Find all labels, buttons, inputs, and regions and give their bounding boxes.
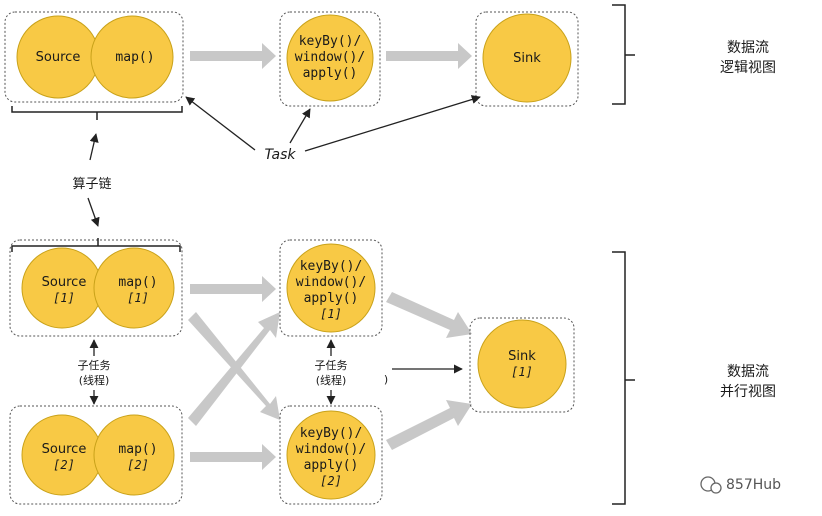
parallel-view: Source [1] map() [1] Source [2] map() [2… [9,238,776,505]
map1-label: map() [118,275,157,290]
source1-label: Source [42,275,87,290]
subtask-mid-line1: 子任务 [315,359,348,372]
logical-view-label-line2: 逻辑视图 [720,60,776,76]
logical-sink-box [475,11,579,107]
logical-keyby-box [279,11,381,107]
keyby1-box [279,239,383,337]
logical-chain-brace [11,106,183,120]
logical-keyby-line2: window()/ [295,50,365,65]
logical-sink-label: Sink [513,51,541,66]
logical-keyby-line1: keyBy()/ [299,34,362,49]
keyby2-box [279,405,383,505]
logical-map-label: map() [115,50,154,65]
subtask-mid-line2: (线程) [316,373,347,387]
chain-arrow-up [89,133,99,161]
logical-arrow-1 [190,43,276,69]
sink1-label: Sink [508,349,536,364]
keyby2-line1: keyBy()/ [300,426,363,441]
keyby2-line3: apply() [304,458,359,473]
keyby1-line2: window()/ [296,275,366,290]
keyby1-node [286,243,376,333]
parallel-chain1-box [9,239,183,337]
parallel-arrow-k1-sink [386,292,472,338]
parallel-chain2-box [9,405,183,505]
logical-sink-node [482,13,572,103]
keyby2-line2: window()/ [296,442,366,457]
parallel-arrow-s2-k2 [190,444,276,470]
watermark-text: 857Hub [726,477,781,493]
map1-node [93,247,175,329]
keyby2-node [286,410,376,500]
keyby2-index: [2] [320,474,342,488]
keyby1-line1: keyBy()/ [300,259,363,274]
map1-index: [1] [127,291,149,305]
logical-chain-box [4,11,184,103]
paren-mark: ) [384,373,388,386]
logical-arrow-2 [386,43,472,69]
source2-index: [2] [53,458,75,472]
subtask-left-line2: (线程) [79,373,110,387]
logical-view: Source map() keyBy()/ window()/ apply() … [4,4,776,163]
sink1-node [477,319,567,409]
sink1-box [469,317,575,413]
logical-keyby-line3: apply() [303,66,358,81]
task-arrow-sink [304,95,481,152]
keyby1-line3: apply() [304,291,359,306]
source2-label: Source [42,442,87,457]
map2-label: map() [118,442,157,457]
watermark: 857Hub [700,476,781,494]
parallel-view-label-line2: 并行视图 [720,384,776,400]
map2-index: [2] [127,458,149,472]
parallel-view-label-line1: 数据流 [727,364,769,380]
logical-view-label-line1: 数据流 [727,40,769,56]
parallel-view-bracket [612,251,635,505]
parallel-chain-brace [11,238,181,252]
parallel-arrow-s1-k1 [190,276,276,302]
map2-node [93,414,175,496]
task-label: Task [264,147,296,163]
logical-map-node [90,15,174,99]
task-arrow-chain [185,96,256,151]
keyby1-index: [1] [320,307,342,321]
parallel-arrow-k2-sink [386,400,472,450]
subtask-left-line1: 子任务 [78,359,111,372]
task-arrow-keyby [289,108,311,144]
parallel-arrow-s2-k1 [188,312,280,426]
logical-view-bracket [612,4,635,105]
chain-annotation: 算子链 [72,133,112,227]
chain-label: 算子链 [72,177,111,192]
chain-arrow-down [87,197,100,227]
sink1-index: [1] [511,365,533,379]
logical-source-label: Source [36,50,81,65]
source1-index: [1] [53,291,75,305]
logical-keyby-node [286,14,374,102]
